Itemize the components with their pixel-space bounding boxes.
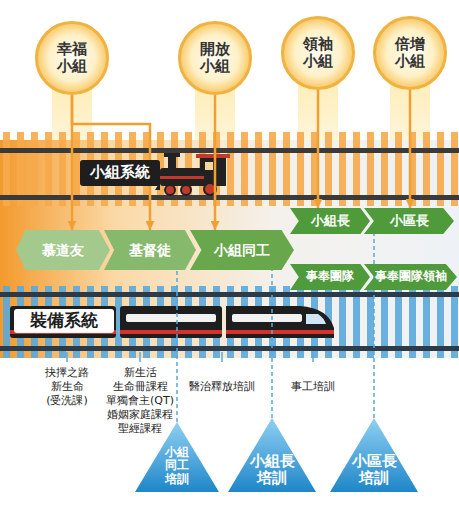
node-text: 領袖小組 <box>303 36 333 71</box>
node-text: 事奉團隊領袖 <box>375 270 447 284</box>
node-text: 小組同工培訓 <box>165 446 189 487</box>
dashed-link <box>373 234 375 418</box>
course-note: 新生命 <box>51 380 84 393</box>
course-note: 新生活 <box>124 366 157 379</box>
stage-chevron: 小組長 <box>290 208 370 234</box>
dashed-link <box>176 270 178 422</box>
node-text: 小組長 <box>311 214 350 229</box>
course-note: 聖經課程 <box>118 422 162 435</box>
node-text: 裝備系統 <box>30 311 98 331</box>
node-text: 幸福小組 <box>57 41 87 76</box>
group-circle: 幸福小組 <box>35 21 109 95</box>
flow-arrow <box>409 90 412 208</box>
group-circle: 開放小組 <box>178 21 252 95</box>
course-note: 單獨會主(QT) <box>106 394 174 407</box>
node-text: 倍增小組 <box>395 36 425 71</box>
train-label: 小組系統 <box>80 160 160 186</box>
stage-chevron: 基督徒 <box>104 230 196 270</box>
node-text: 小區長培訓 <box>352 453 397 488</box>
course-note: 生命冊課程 <box>113 380 168 393</box>
stage-chevron: 事奉團隊領袖 <box>364 264 457 290</box>
node-text: 小組長培訓 <box>250 453 295 488</box>
node-text: 小組系統 <box>90 164 150 181</box>
flow-arrow <box>214 95 217 230</box>
dashed-link <box>271 270 273 418</box>
node-text: 小區長 <box>390 214 429 229</box>
group-circle: 倍增小組 <box>373 16 447 90</box>
node-text: 慕道友 <box>42 242 84 258</box>
flow-arrow <box>317 90 320 208</box>
node-text: 事奉團隊 <box>306 270 354 284</box>
training-triangle: 小區長培訓 <box>330 418 418 492</box>
course-note: 醫治釋放培訓 <box>189 380 255 393</box>
stage-chevron: 小組同工 <box>190 230 294 270</box>
course-note: (受洗課) <box>46 394 88 407</box>
course-note: 抉擇之路 <box>45 366 89 379</box>
stage-chevron: 慕道友 <box>16 230 110 270</box>
course-note: 事工培訓 <box>291 380 335 393</box>
node-text: 開放小組 <box>200 41 230 76</box>
course-note: 婚姻家庭課程 <box>107 408 173 421</box>
node-text: 小組同工 <box>214 242 270 258</box>
stage-chevron: 事奉團隊 <box>290 264 370 290</box>
training-triangle: 小組長培訓 <box>228 418 316 492</box>
train-label: 裝備系統 <box>14 309 114 333</box>
group-circle: 領袖小組 <box>281 16 355 90</box>
node-text: 基督徒 <box>129 242 171 258</box>
stage-chevron: 小區長 <box>364 208 454 234</box>
